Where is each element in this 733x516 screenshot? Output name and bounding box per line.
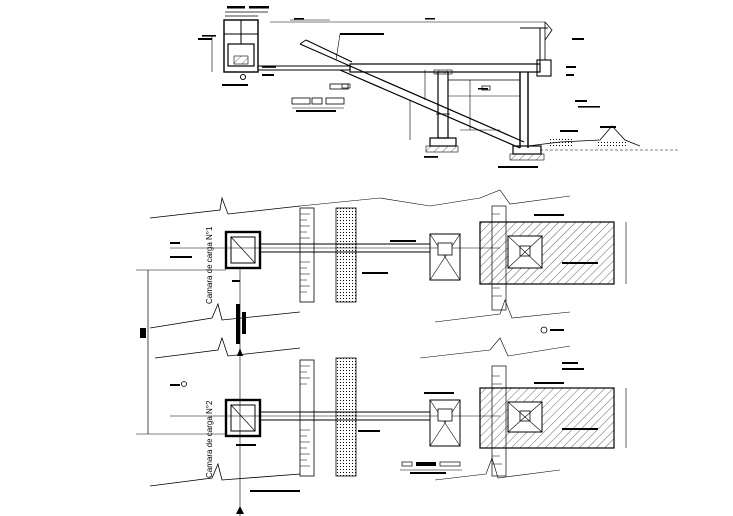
chamber-1-label: Camara de carga N°1 <box>205 226 214 304</box>
chamber-2-label: Camara de carga N°2 <box>205 400 214 478</box>
plan-view: Camara de carga N°1 <box>136 189 627 516</box>
chamber-1 <box>224 230 262 270</box>
section-view <box>198 6 680 168</box>
chamber-2 <box>224 398 262 438</box>
